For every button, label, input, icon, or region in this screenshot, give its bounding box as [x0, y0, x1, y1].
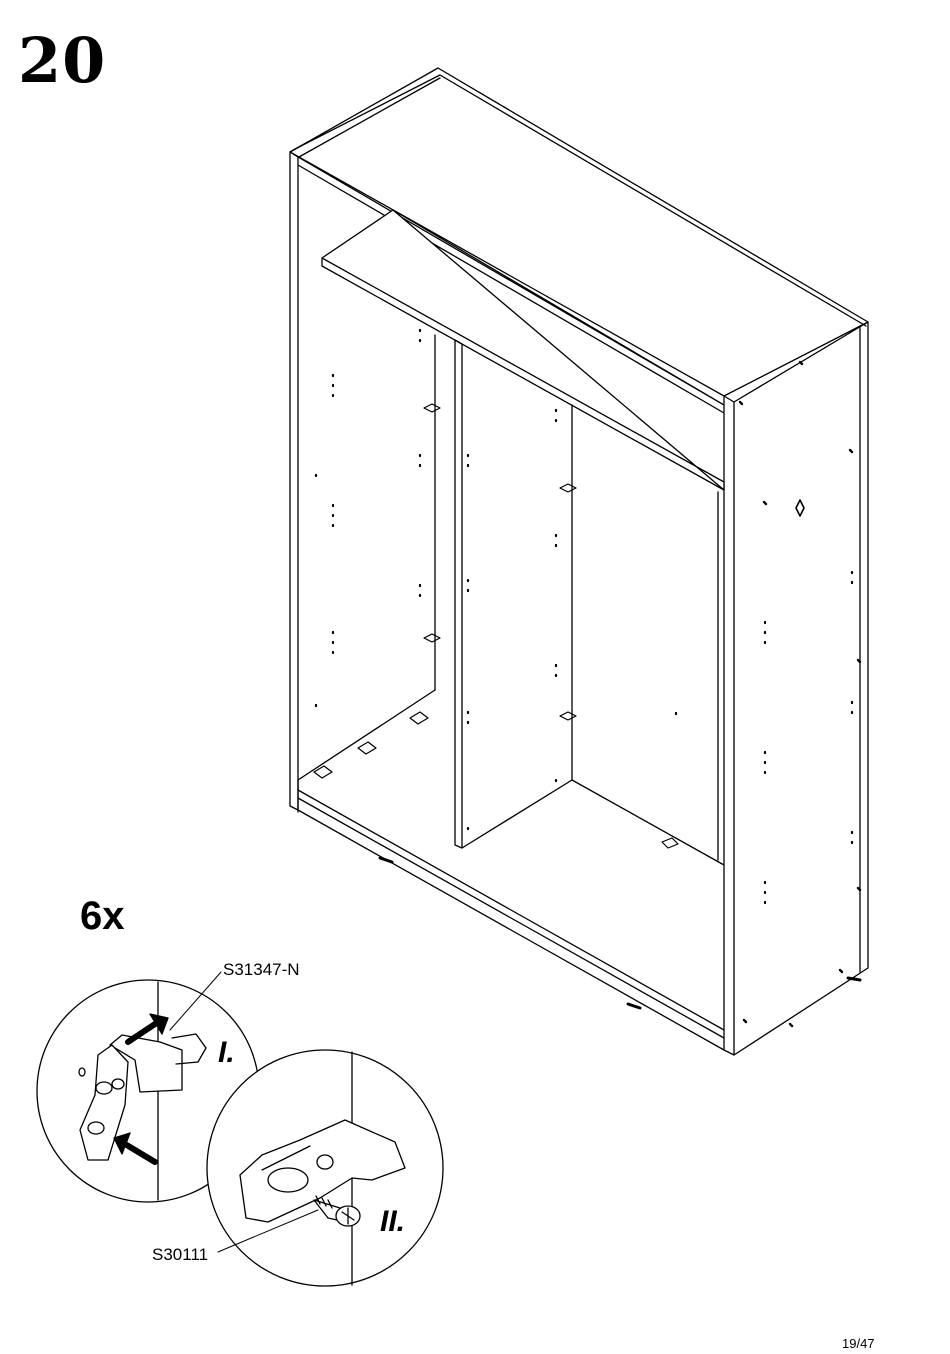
wardrobe-carcass-drawing — [290, 68, 868, 1055]
screw-part-code: S30111 — [152, 1246, 208, 1263]
bracket-part-code: S31347-N — [223, 961, 300, 978]
page-number: 19/47 — [842, 1337, 875, 1350]
step-number: 20 — [18, 30, 106, 92]
quantity-label: 6x — [80, 896, 125, 936]
screw-fix-detail — [207, 1050, 443, 1286]
sub-step-1: I. — [218, 1038, 235, 1068]
sub-step-2: II. — [380, 1207, 405, 1237]
